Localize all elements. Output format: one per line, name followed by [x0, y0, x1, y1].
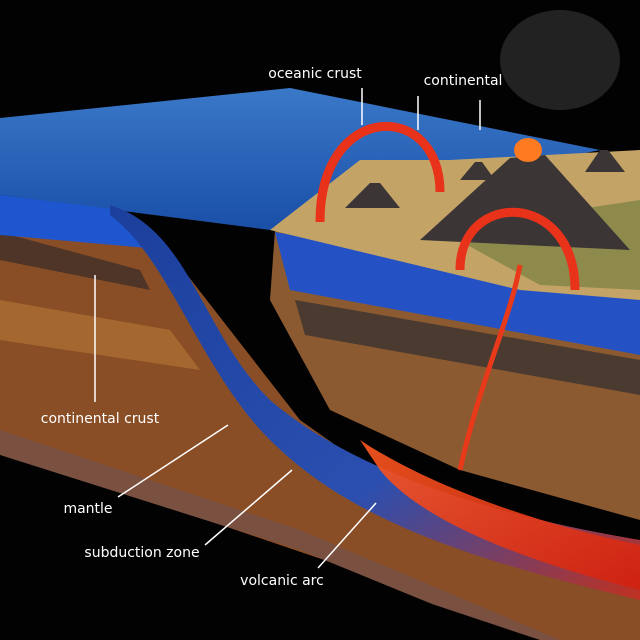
magma-conduit — [457, 264, 523, 471]
magma-arc-2 — [455, 207, 580, 291]
leader-volcanic-arc — [317, 502, 377, 569]
label-mantle: mantle — [63, 501, 112, 517]
small-volcano-3 — [460, 162, 495, 180]
label-continental: continental — [424, 73, 503, 89]
small-volcano-1 — [345, 183, 400, 208]
continental-dark-layer — [295, 300, 640, 395]
dark-band — [0, 232, 150, 290]
mid-band — [0, 300, 200, 370]
leader-mantle — [117, 424, 229, 498]
continental-blue-layer — [275, 232, 640, 355]
black-corner — [0, 455, 540, 640]
label-continental-crust: continental crust — [41, 411, 160, 427]
eruption — [514, 138, 542, 162]
ocean-surface — [0, 88, 600, 230]
ocean-side — [0, 195, 170, 250]
label-subduction-zone: subduction zone — [84, 545, 199, 561]
magma-flow — [360, 440, 640, 590]
small-volcano-2 — [585, 150, 625, 172]
leader-subduction-zone — [204, 469, 293, 546]
smoke — [500, 10, 620, 110]
magma-arc-1 — [315, 121, 445, 223]
label-oceanic-crust: oceanic crust — [268, 66, 362, 82]
label-volcanic-arc: volcanic arc — [240, 573, 324, 589]
